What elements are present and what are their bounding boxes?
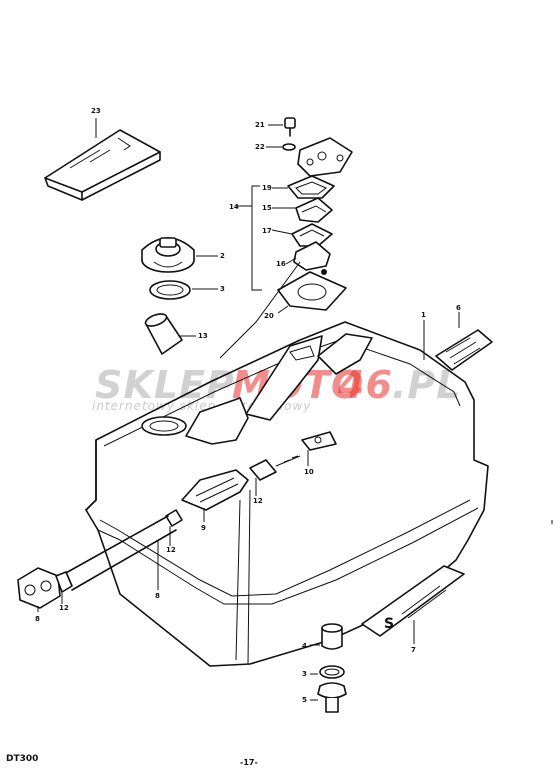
fuel-cock-assembly	[219, 117, 353, 359]
callout-16: 16	[276, 260, 286, 268]
fuel-cap-part	[141, 237, 218, 300]
callout-19: 19	[262, 184, 272, 192]
fuel-tank-body	[85, 321, 489, 667]
callout-8: 8	[35, 615, 40, 623]
page-number: -17-	[240, 758, 258, 767]
callout-2: 2	[220, 252, 225, 260]
drain-parts	[310, 623, 347, 713]
callout-8b: 8	[155, 592, 160, 600]
callout-12b: 12	[166, 546, 176, 554]
callout-7: 7	[411, 646, 416, 654]
fuel-filter-part	[144, 313, 196, 355]
callout-22: 22	[255, 143, 265, 151]
callout-3b: 3	[302, 670, 307, 678]
watermark-brand-part1: SKLEP	[95, 363, 235, 407]
callout-17: 17	[262, 227, 272, 235]
watermark-brand-part3: 46	[337, 363, 393, 407]
callout-1: 1	[421, 311, 426, 319]
tool-bag-part	[44, 118, 161, 201]
callout-23: 23	[91, 107, 101, 115]
gauge-fitting-part	[301, 431, 337, 466]
callout-12c: 12	[59, 604, 69, 612]
callout-5: 5	[302, 696, 307, 704]
callout-9: 9	[201, 524, 206, 532]
fuel-hose-assembly	[17, 455, 301, 612]
callout-4: 4	[302, 642, 307, 650]
callout-21: 21	[255, 121, 265, 129]
callout-10: 10	[304, 468, 314, 476]
callout-6: 6	[456, 304, 461, 312]
callout-14: 14	[229, 203, 239, 211]
callout-12: 12	[253, 497, 263, 505]
label-plate-part	[435, 312, 493, 371]
callout-20: 20	[264, 312, 274, 320]
model-code: DT300	[6, 754, 39, 764]
decal-letter: S	[384, 616, 394, 632]
callout-3: 3	[220, 285, 225, 293]
decal-part: S	[361, 565, 465, 644]
callout-13: 13	[198, 332, 208, 340]
callout-15: 15	[262, 204, 272, 212]
